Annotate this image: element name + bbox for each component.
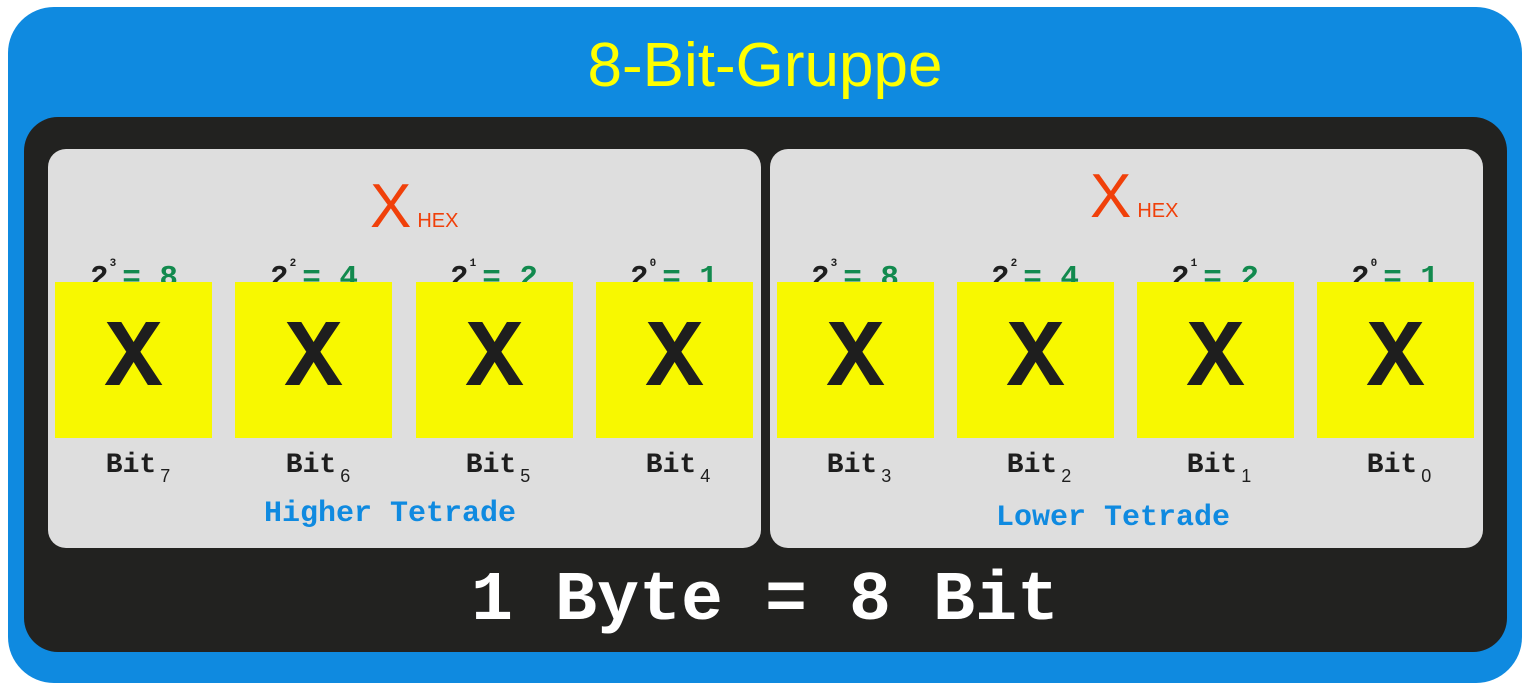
- hex-symbol: X: [1090, 162, 1132, 231]
- bit3-box: X: [777, 282, 934, 438]
- lower-tetrade-label: Lower Tetrade: [996, 501, 1231, 535]
- bit5-box: X: [416, 282, 573, 438]
- hex-label: HEX: [1137, 200, 1179, 222]
- higher-tetrade-label: Higher Tetrade: [264, 497, 517, 531]
- bit1-box: X: [1137, 282, 1294, 438]
- diagram-title: 8-Bit-Gruppe: [587, 31, 943, 100]
- hex-symbol: X: [370, 172, 412, 241]
- bit6-box: X: [235, 282, 392, 438]
- hex-label: HEX: [417, 210, 459, 232]
- bit7-box: X: [55, 282, 212, 438]
- bit2-box: X: [957, 282, 1114, 438]
- bit4-box: X: [596, 282, 753, 438]
- bit0-box: X: [1317, 282, 1474, 438]
- byte-equation: 1 Byte = 8 Bit: [470, 562, 1060, 641]
